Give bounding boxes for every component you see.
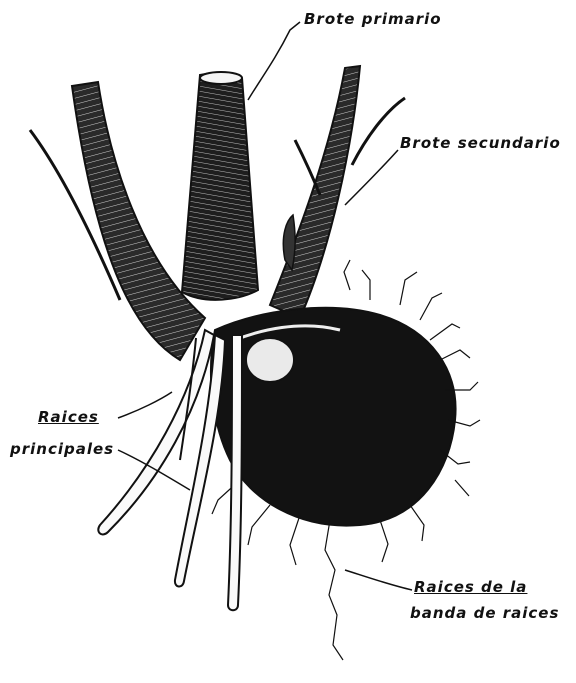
secondary-leaf-left xyxy=(295,140,320,195)
leader-primary xyxy=(248,22,300,100)
label-secondary-shoot: Brote secundario xyxy=(400,134,561,152)
primary-shoot xyxy=(182,73,258,300)
leader-secondary xyxy=(345,150,398,205)
label-main-roots-line1: Raices xyxy=(38,408,99,426)
label-band-roots-line1: Raices de la xyxy=(414,578,527,596)
leader-band-roots xyxy=(345,570,412,590)
leader-main-roots-a xyxy=(118,392,172,418)
primary-shoot-cut xyxy=(200,72,242,84)
label-primary-shoot: Brote primario xyxy=(304,10,442,28)
band-roots-underlined: Raices de la xyxy=(414,578,527,596)
rhizome-node xyxy=(246,338,294,382)
label-band-roots-line2: banda de raices xyxy=(410,604,559,622)
small-bud xyxy=(283,215,295,270)
secondary-leaf-right xyxy=(352,98,405,165)
label-main-roots-line2: principales xyxy=(10,440,114,458)
left-shoot xyxy=(72,82,205,360)
rhizome-body xyxy=(211,308,456,526)
main-roots xyxy=(98,330,242,610)
